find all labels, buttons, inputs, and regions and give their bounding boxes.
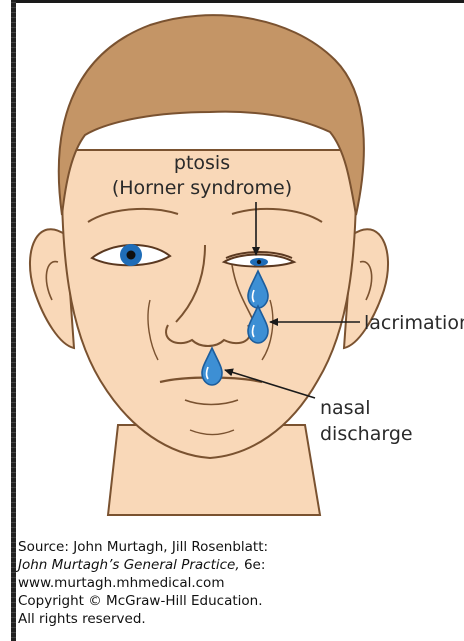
caption-source-line: Source: John Murtagh, Jill Rosenblatt:: [18, 538, 458, 556]
horner-syndrome-illustration: ptosis (Horner syndrome) lacrimation nas…: [0, 0, 464, 535]
discharge-label: discharge: [320, 423, 413, 445]
caption-title-line: John Murtagh’s General Practice, 6e:: [18, 556, 458, 574]
right-pupil: [257, 260, 261, 264]
caption-rights: All rights reserved.: [18, 610, 458, 628]
caption-book-title: John Murtagh’s General Practice,: [18, 557, 240, 573]
horner-syndrome-label: (Horner syndrome): [112, 177, 292, 199]
lacrimation-label: lacrimation: [364, 312, 464, 334]
left-pupil: [127, 251, 136, 260]
source-caption: Source: John Murtagh, Jill Rosenblatt: J…: [18, 538, 458, 628]
nasal-label: nasal: [320, 397, 371, 419]
caption-url: www.murtagh.mhmedical.com: [18, 574, 458, 592]
ptosis-label: ptosis: [174, 152, 230, 174]
caption-copyright: Copyright © McGraw-Hill Education.: [18, 592, 458, 610]
caption-edition: 6e:: [240, 557, 266, 573]
